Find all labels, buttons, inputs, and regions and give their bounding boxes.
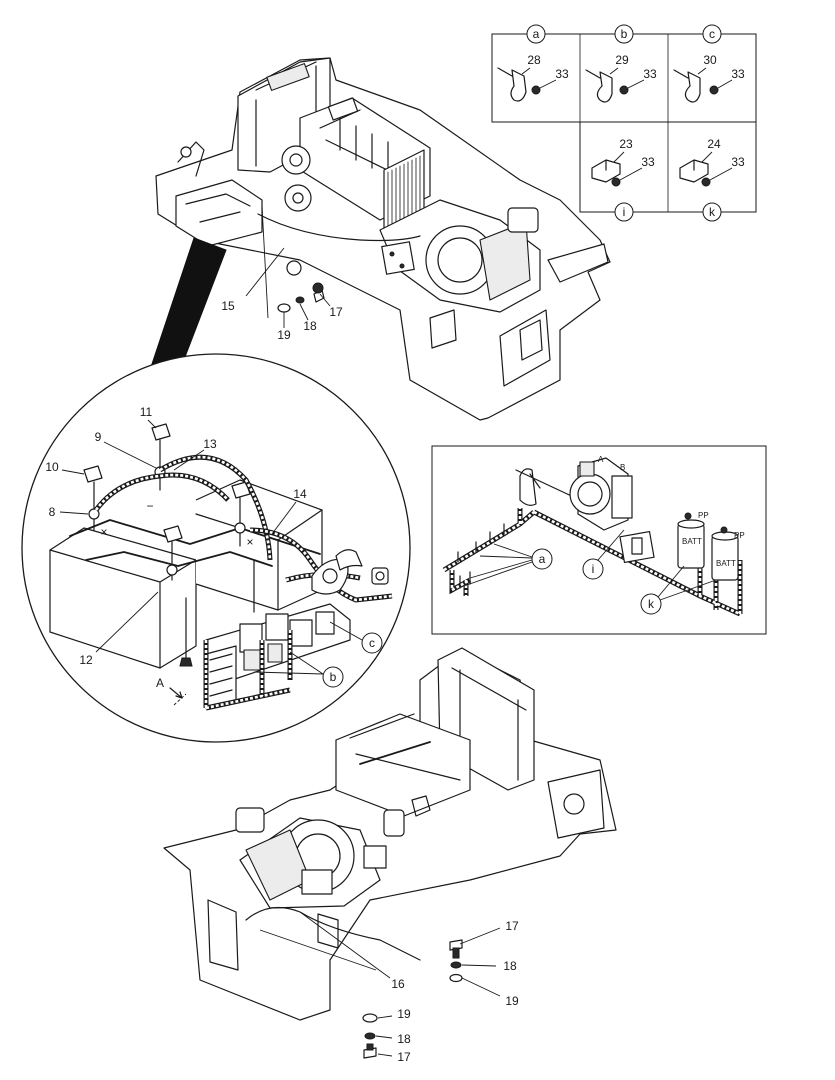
inset-detail-a: a [539, 552, 546, 566]
bolt-set-mid: 17 18 19 [449, 919, 519, 1008]
inset-pp-2: PP [734, 531, 745, 540]
callout-16: 16 [391, 977, 405, 991]
wiring-inset: A B BATT PP BATT PP a i k [431, 445, 767, 635]
callout-29: 29 [615, 53, 629, 67]
table-detail-i-circle [614, 202, 634, 222]
bracket-24-icon [679, 159, 709, 183]
battery-detail-circle: × − × 11 [21, 353, 411, 743]
callout-17-bot: 17 [397, 1050, 411, 1064]
bolt-set-bottom: 19 18 17 [362, 1007, 411, 1064]
table-detail-c-circle [702, 24, 722, 44]
top-machine-assembly: 15 19 18 17 [155, 57, 611, 421]
callout-11: 11 [140, 405, 153, 419]
callout-8: 8 [49, 505, 56, 519]
table-detail-k-letter: k [709, 205, 716, 219]
callout-10: 10 [45, 460, 59, 474]
inset-tag-b: B [620, 463, 625, 472]
callout-19-top: 19 [277, 328, 291, 342]
terminal-cap-10-icon [83, 465, 103, 483]
nut-33-k-icon [701, 177, 711, 187]
terminal-cap-11-icon [151, 423, 171, 441]
callout-18-top: 18 [303, 319, 317, 333]
callout-33-k: 33 [731, 155, 745, 169]
callout-30: 30 [703, 53, 717, 67]
table-detail-a-circle [526, 24, 546, 44]
table-detail-a-letter: a [533, 27, 540, 41]
inset-detail-k: k [648, 597, 655, 611]
table-detail-b-letter: b [621, 27, 628, 41]
inset-tag-a: A [598, 455, 604, 464]
bracket-23-icon [591, 159, 621, 183]
clip-30-icon [673, 69, 701, 103]
inset-pp-1: PP [698, 511, 709, 520]
battery-plus-mark-left: × [100, 525, 107, 539]
clip-29-icon [585, 69, 613, 103]
battery-plus-mark-right: × [246, 535, 253, 549]
table-detail-i-letter: i [623, 205, 626, 219]
inset-detail-i: i [592, 562, 595, 576]
callout-18-bot: 18 [397, 1032, 411, 1046]
view-a-label: A [156, 676, 164, 690]
clip-detail-table: a 28 33 b 29 33 c 30 33 23 33 i [491, 24, 757, 222]
bottom-machine-assembly: 16 [163, 647, 617, 1021]
callout-13: 13 [203, 437, 217, 451]
callout-24: 24 [707, 137, 721, 151]
callout-33-i: 33 [641, 155, 655, 169]
callout-17-mid: 17 [505, 919, 519, 933]
nut-33-c-icon [709, 85, 719, 95]
inset-batt-2: BATT [716, 559, 736, 568]
nut-33-i-icon [611, 177, 621, 187]
callout-14: 14 [293, 487, 307, 501]
battery-minus-mark: − [146, 499, 153, 513]
callout-19-bot: 19 [397, 1007, 411, 1021]
table-detail-k-circle [702, 202, 722, 222]
callout-17-top: 17 [329, 305, 343, 319]
callout-9: 9 [95, 430, 102, 444]
callout-18-mid: 18 [503, 959, 517, 973]
table-detail-b-circle [614, 24, 634, 44]
clip-28-icon [497, 67, 527, 102]
callout-28: 28 [527, 53, 541, 67]
inset-batt-1: BATT [682, 537, 702, 546]
callout-19-mid: 19 [505, 994, 519, 1008]
callout-23: 23 [619, 137, 633, 151]
nut-33-a-icon [531, 85, 541, 95]
callout-15: 15 [221, 299, 235, 313]
callout-33-c: 33 [731, 67, 745, 81]
circle-detail-c: c [369, 636, 375, 650]
nut-33-b-icon [619, 85, 629, 95]
callout-33-a: 33 [555, 67, 569, 81]
zoom-wedge [149, 237, 227, 371]
callout-33-b: 33 [643, 67, 657, 81]
callout-12: 12 [79, 653, 93, 667]
relay-panel [203, 603, 351, 711]
table-detail-c-letter: c [709, 27, 715, 41]
bolt-set-top [277, 282, 325, 313]
circle-detail-b: b [330, 670, 337, 684]
